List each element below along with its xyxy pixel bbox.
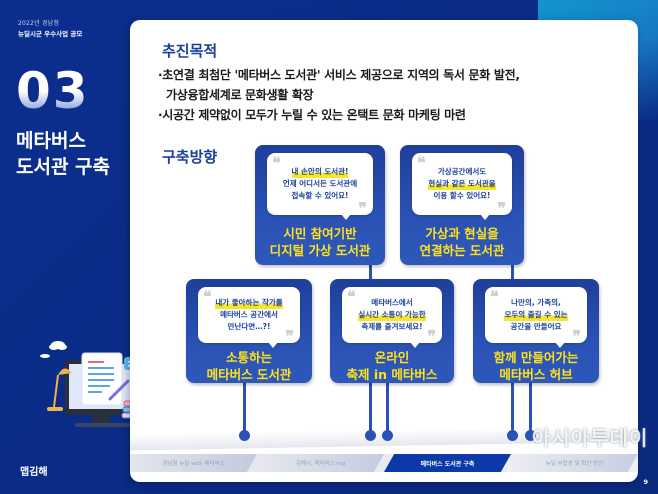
box-title-line1: 가상과 현실을 (425, 226, 499, 241)
quote-close-icon: ❞ (427, 327, 436, 346)
quote-line: 가상공간에서도 (437, 167, 487, 176)
quote-line: 언제 어디서든 도서관에 (282, 179, 358, 188)
box-title-line2: 축제 in 메타버스 (346, 367, 438, 382)
purpose-bullet-1: ·초연결 최첨단 '메타버스 도서관' 서비스 제공으로 지역의 독서 문화 발… (158, 68, 520, 82)
box-title: 시민 참여기반 디지털 가상 도서관 (255, 225, 385, 259)
document-icon (81, 352, 123, 406)
quote-bubble: ❝ ❞ 가상공간에서도 현실과 같은 도서관을 이용 할수 있어요! (412, 153, 512, 220)
purpose-heading: 추진목적 (162, 42, 218, 60)
quote-line: 실시간 소통이 가능한 (358, 309, 426, 321)
connector-dot (382, 430, 393, 441)
quote-line: 나만의, 가족의, (511, 298, 561, 307)
logo: 맵김해 (20, 467, 48, 478)
desk-lamp-icon (47, 368, 72, 411)
box-title-line2: 연결하는 도서관 (419, 243, 505, 258)
direction-box-metaverse-hub: ❝ ❞ 나만의, 가족의, 모두의 즐길 수 있는 공간을 만들어요 함께 만들… (473, 279, 599, 383)
quote-line: 내가 좋아하는 작가를 (215, 297, 283, 309)
quote-close-icon: ❞ (497, 199, 506, 218)
quote-bubble: ❝ ❞ 나만의, 가족의, 모두의 즐길 수 있는 공간을 만들어요 (485, 287, 587, 348)
content-card: 추진목적 ·초연결 최첨단 '메타버스 도서관' 서비스 제공으로 지역의 독서… (130, 20, 638, 482)
direction-box-online-festival: ❝ ❞ 메타버스에서 실시간 소통이 가능한 축제를 즐겨보세요! 온라인 축제… (330, 279, 454, 383)
box-title-line1: 온라인 (374, 350, 410, 365)
quote-line: 공간을 만들어요 (510, 322, 562, 331)
computer-desk-illustration (40, 341, 150, 427)
quote-line: 메타버스 공간에서 (220, 310, 278, 319)
quote-close-icon: ❞ (285, 327, 294, 346)
section-tab-bar: 경남형 뉴딜 with 메타버스 김해시, 메타버스 ing 메타버스 도서관 … (130, 454, 638, 472)
quote-open-icon: ❝ (490, 287, 499, 306)
year-label: 2022년 경남형 (18, 20, 60, 27)
pen-icon (108, 379, 130, 401)
connector-dot (507, 430, 518, 441)
section-number: 03 (16, 62, 90, 120)
connector-dot (239, 430, 250, 441)
quote-line: 접속할 수 있어요! (291, 191, 349, 200)
quote-bubble: ❝ ❞ 메타버스에서 실시간 소통이 가능한 축제를 즐겨보세요! (342, 287, 442, 348)
purpose-bullet-2: ·시공간 제약없이 모두가 누릴 수 있는 온택트 문화 마케팅 마련 (158, 108, 466, 122)
sidebar: 2022년 경남형 뉴딜시군 우수사업 공모 03 메타버스 도서관 구축 (0, 0, 150, 494)
connector-line (386, 380, 389, 434)
quote-open-icon: ❝ (417, 153, 426, 172)
section-title-line1: 메타버스 (16, 130, 86, 152)
quote-open-icon: ❝ (203, 287, 212, 306)
box-title: 가상과 현실을 연결하는 도서관 (400, 225, 524, 259)
watermark: 아시아투데이 (532, 426, 649, 450)
direction-heading: 구축방향 (162, 148, 218, 166)
purpose-bullet-1-cont: 가상융합세계로 문화생활 확장 (166, 88, 314, 102)
section-title: 메타버스 도서관 구축 (16, 128, 110, 180)
tab-new-deal-expansion[interactable]: 뉴딜 부합성 및 확산 방안 (511, 454, 638, 472)
direction-box-virtual-reality: ❝ ❞ 가상공간에서도 현실과 같은 도서관을 이용 할수 있어요! 가상과 현… (400, 145, 524, 265)
quote-open-icon: ❝ (347, 287, 356, 306)
connector-dot (525, 430, 536, 441)
connector-line (243, 380, 246, 434)
box-title-line2: 메타버스 도서관 (206, 367, 292, 382)
connector-line (529, 380, 532, 434)
quote-close-icon: ❞ (358, 199, 367, 218)
connector-dot (365, 430, 376, 441)
box-title-line2: 디지털 가상 도서관 (269, 243, 371, 258)
box-title-line1: 함께 만들어가는 (493, 350, 579, 365)
tab-metaverse-library[interactable]: 메타버스 도서관 구축 (384, 454, 511, 472)
box-title-line1: 시민 참여기반 (283, 226, 357, 241)
tab-gyeongnam-new-deal[interactable]: 경남형 뉴딜 with 메타버스 (130, 454, 257, 472)
quote-close-icon: ❞ (572, 327, 581, 346)
quote-bubble: ❝ ❞ 내가 좋아하는 작가를 메타버스 공간에서 만난다면…?! (198, 287, 300, 348)
box-title: 함께 만들어가는 메타버스 허브 (473, 349, 599, 383)
box-title-line2: 메타버스 허브 (499, 367, 573, 382)
direction-box-communication: ❝ ❞ 내가 좋아하는 작가를 메타버스 공간에서 만난다면…?! 소통하는 메… (186, 279, 312, 383)
quote-line: 이용 할수 있어요! (433, 191, 491, 200)
quote-line: 만난다면…?! (227, 322, 271, 331)
quote-open-icon: ❝ (272, 153, 281, 172)
box-title: 온라인 축제 in 메타버스 (330, 349, 454, 383)
quote-line: 내 손안의 도서관! (291, 166, 349, 178)
quote-line: 메타버스에서 (371, 298, 413, 307)
tab-gimhae-metaverse[interactable]: 김해시, 메타버스 ing (257, 454, 384, 472)
section-title-line2: 도서관 구축 (16, 156, 111, 178)
direction-box-digital-library: ❝ ❞ 내 손안의 도서관! 언제 어디서든 도서관에 접속할 수 있어요! 시… (255, 145, 385, 265)
quote-line: 모두의 즐길 수 있는 (504, 309, 568, 321)
box-title: 소통하는 메타버스 도서관 (186, 349, 312, 383)
quote-bubble: ❝ ❞ 내 손안의 도서관! 언제 어디서든 도서관에 접속할 수 있어요! (267, 153, 373, 220)
contest-label: 뉴딜시군 우수사업 공모 (18, 30, 83, 38)
cloud-icon (40, 341, 67, 358)
quote-line: 축제를 즐겨보세요! (361, 322, 423, 331)
quote-line: 현실과 같은 도서관을 (428, 178, 496, 190)
box-title-line1: 소통하는 (225, 350, 272, 365)
page-number: 9 (643, 478, 648, 486)
